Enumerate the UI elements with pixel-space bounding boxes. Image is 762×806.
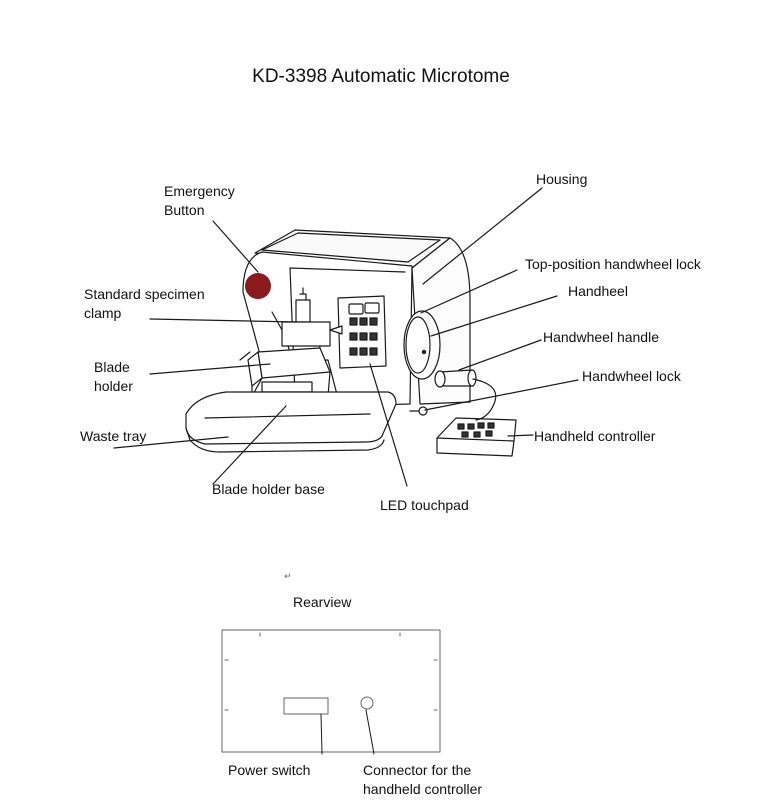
leader-lines [113,187,579,487]
rearview-panel [221,629,441,755]
handheld-controller-drawing [436,378,517,457]
led-touchpad-panel [337,295,387,369]
label-top-position-handwheel-lock: Top-position handwheel lock [525,256,701,272]
label-handwheel: Handheel [568,283,628,299]
label-power-switch: Power switch [228,762,311,778]
handwheel-drawing [403,310,477,416]
waste-tray-drawing [185,391,397,453]
rearview-title: Rearview [293,594,352,610]
label-handwheel-handle: Handwheel handle [543,329,659,345]
label-blade-holder-base: Blade holder base [212,481,325,497]
label-handwheel-lock: Handwheel lock [582,368,681,384]
emergency-button-drawing [245,273,271,299]
diagram-title: KD-3398 Automatic Microtome [252,66,510,87]
specimen-clamp-drawing [271,287,343,359]
label-waste-tray: Waste tray [80,428,147,444]
label-housing: Housing [536,171,588,187]
blade-holder-drawing [239,347,331,403]
label-led-touchpad: LED touchpad [380,497,469,513]
return-mark: ↵ [284,571,292,581]
label-handheld-controller: Handheld controller [534,428,656,444]
